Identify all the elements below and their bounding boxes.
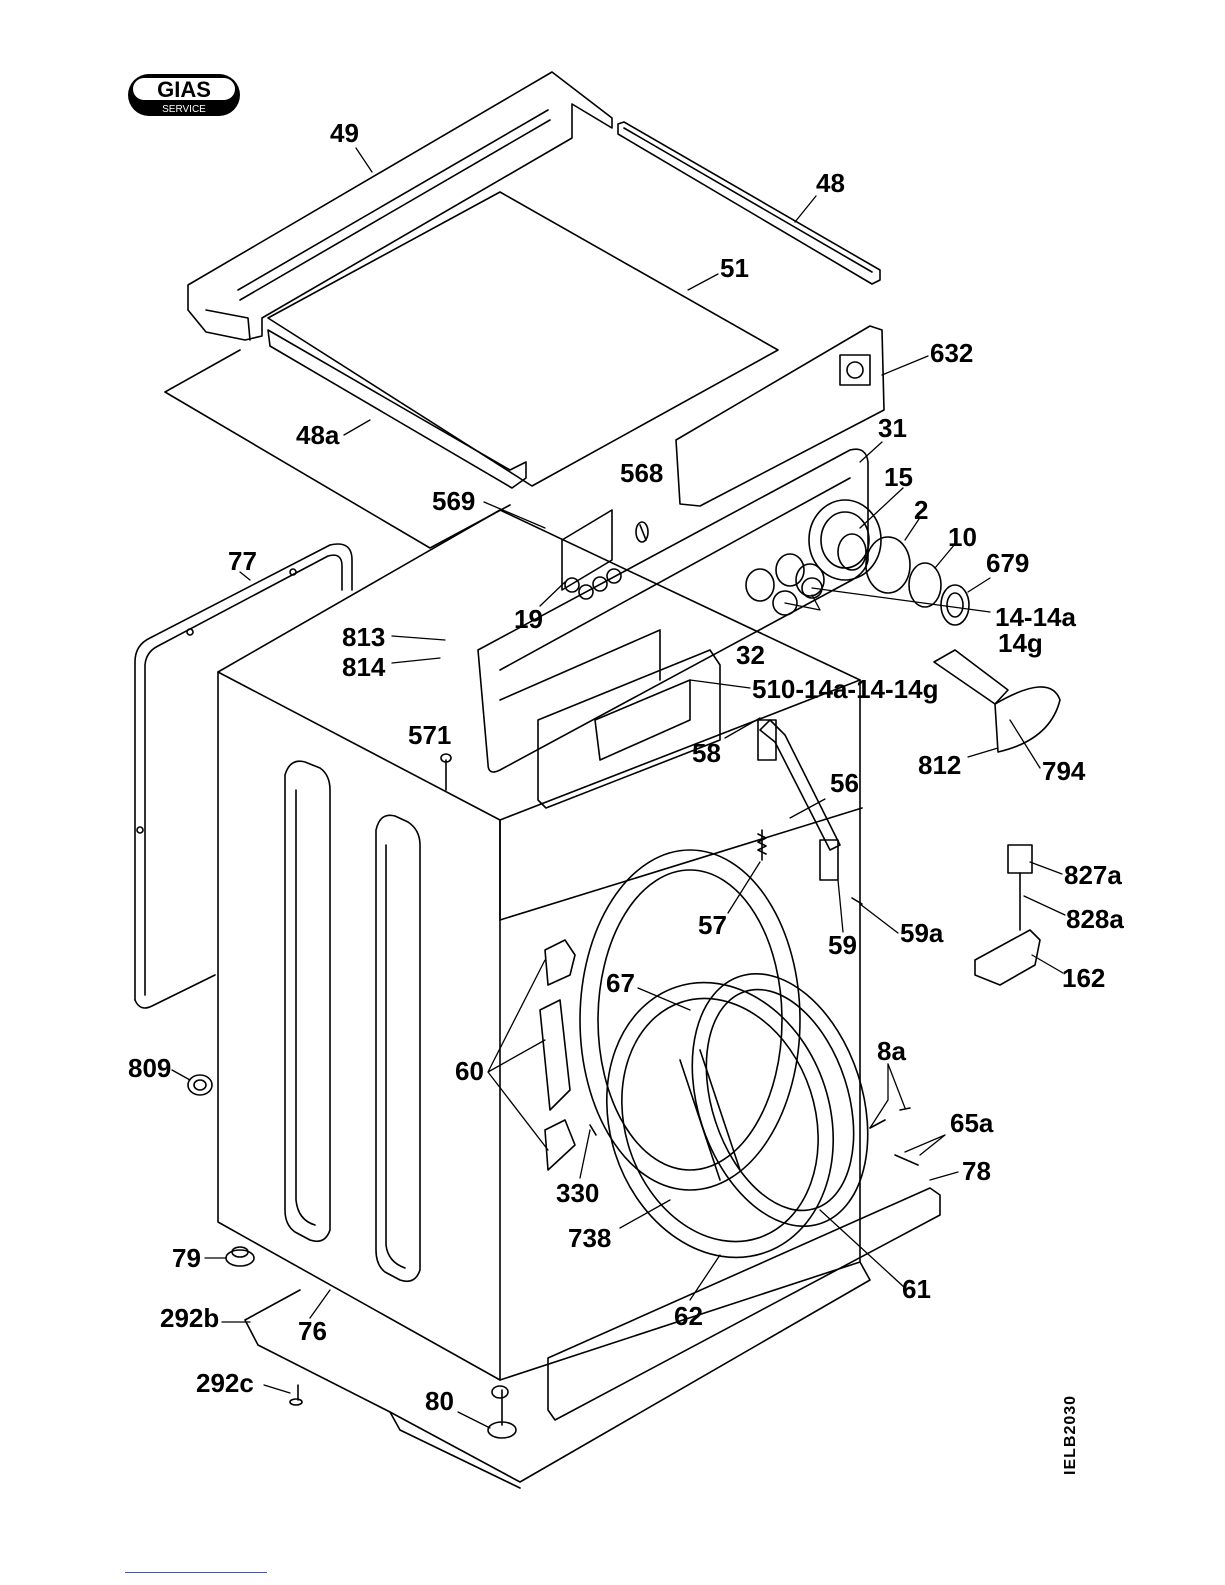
part-label-59a: 59a	[900, 920, 943, 946]
part-label-49: 49	[330, 120, 359, 146]
part-label-78: 78	[962, 1158, 991, 1184]
part-label-67: 67	[606, 970, 635, 996]
part-label-571: 571	[408, 722, 451, 748]
part-label-679: 679	[986, 550, 1029, 576]
part-label-738: 738	[568, 1225, 611, 1251]
part-label-65a: 65a	[950, 1110, 993, 1136]
filter-assembly-part	[975, 845, 1040, 985]
top-frame-part	[188, 72, 612, 340]
part-label-15: 15	[884, 464, 913, 490]
drawer-flap-part	[934, 650, 1060, 752]
part-label-330: 330	[556, 1180, 599, 1206]
gias-service-logo: GIAS SERVICE	[128, 74, 240, 116]
logo-brand: GIAS	[157, 77, 211, 102]
push-buttons-part	[562, 510, 822, 615]
part-label-62: 62	[674, 1303, 703, 1329]
part-label-813: 813	[342, 624, 385, 650]
part-label-76: 76	[298, 1318, 327, 1344]
part-label-794: 794	[1042, 758, 1085, 784]
top-cover-part	[268, 192, 778, 486]
door-lock-part	[758, 720, 840, 880]
cabinet-body	[218, 510, 862, 1380]
part-label-60: 60	[455, 1058, 484, 1084]
footer-rule	[125, 1572, 267, 1573]
part-label-58: 58	[692, 740, 721, 766]
part-label-827a: 827a	[1064, 862, 1122, 888]
part-label-14-14a: 14-14a	[995, 604, 1076, 630]
part-label-79: 79	[172, 1245, 201, 1271]
door-hinges-part	[540, 940, 575, 1170]
base-plate-part	[245, 1262, 870, 1488]
part-label-569: 569	[432, 488, 475, 514]
part-label-61: 61	[902, 1276, 931, 1302]
part-label-828a: 828a	[1066, 906, 1124, 932]
logo-subtitle: SERVICE	[162, 104, 206, 115]
part-label-10: 10	[948, 524, 977, 550]
part-label-809: 809	[128, 1055, 171, 1081]
part-label-568: 568	[620, 460, 663, 486]
detergent-drawer-part	[500, 630, 720, 808]
part-label-14g: 14g	[998, 630, 1043, 656]
part-label-48: 48	[816, 170, 845, 196]
part-label-2: 2	[914, 497, 928, 523]
document-code: IELB2030	[1062, 1395, 1080, 1475]
part-label-814: 814	[342, 654, 385, 680]
part-label-32: 32	[736, 642, 765, 668]
part-label-51: 51	[720, 255, 749, 281]
door-opening	[580, 850, 800, 1190]
part-label-19: 19	[514, 606, 543, 632]
part-label-77: 77	[228, 548, 257, 574]
part-label-48a: 48a	[296, 422, 339, 448]
part-label-31: 31	[878, 415, 907, 441]
part-label-292b: 292b	[160, 1305, 219, 1331]
part-label-632: 632	[930, 340, 973, 366]
small-parts	[188, 522, 918, 1438]
part-label-56: 56	[830, 770, 859, 796]
part-label-80: 80	[425, 1388, 454, 1414]
part-label-510-14a-14-14g: 510-14a-14-14g	[752, 676, 938, 702]
electronic-board-part	[676, 326, 884, 506]
door-spring-part	[758, 830, 766, 860]
part-label-292c: 292c	[196, 1370, 254, 1396]
part-label-8a: 8a	[877, 1038, 906, 1064]
rear-rail-part	[618, 122, 880, 284]
part-label-812: 812	[918, 752, 961, 778]
part-label-59: 59	[828, 932, 857, 958]
part-label-162: 162	[1062, 965, 1105, 991]
part-label-57: 57	[698, 912, 727, 938]
